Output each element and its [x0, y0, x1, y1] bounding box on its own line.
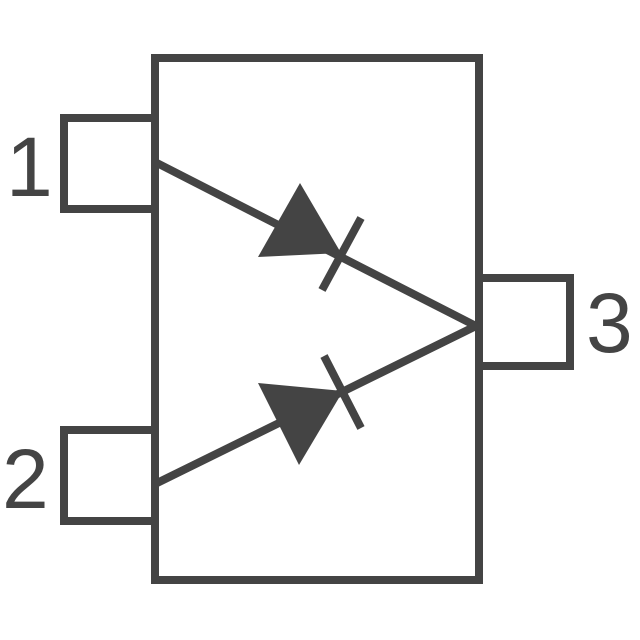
pin1-label: 1 [6, 120, 53, 214]
diode-lower [153, 322, 478, 488]
diode-upper [153, 158, 478, 330]
diode-lower-cathode-bar [320, 354, 365, 430]
diode-upper-cathode-bar [318, 216, 365, 292]
pin3-pad [475, 274, 574, 370]
pin1-pad [60, 114, 159, 213]
pin2-pad [60, 426, 159, 525]
diode-upper-anode-triangle [258, 183, 341, 257]
pin3-label: 3 [586, 276, 633, 370]
pin2-label: 2 [2, 432, 49, 526]
package-body [151, 54, 483, 584]
diode-lower-anode-triangle [258, 383, 343, 465]
